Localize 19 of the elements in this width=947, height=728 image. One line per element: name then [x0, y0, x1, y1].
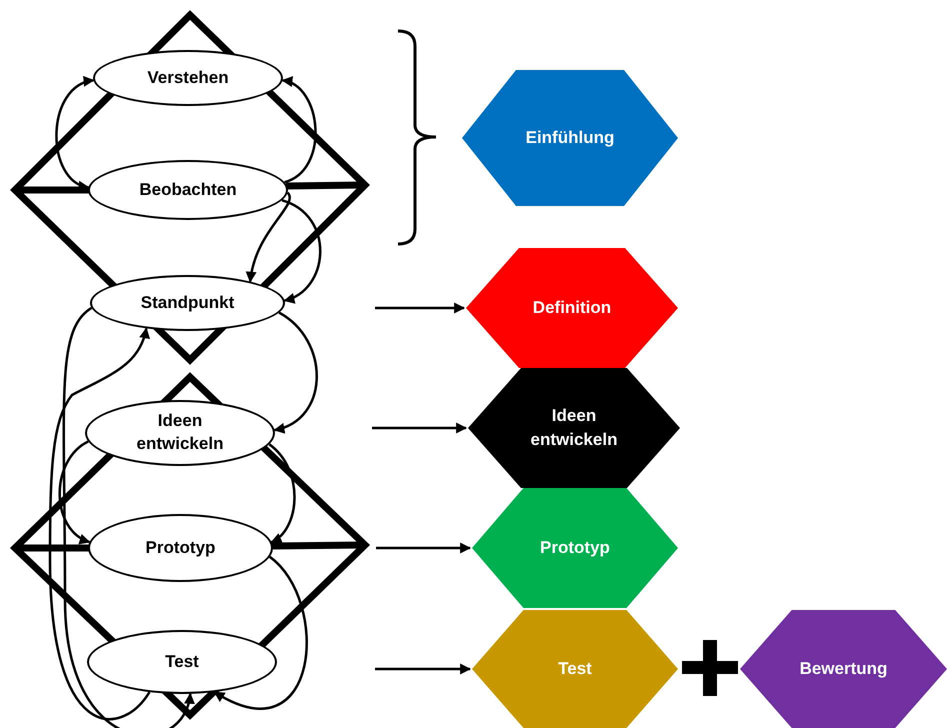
curved-arrow — [62, 306, 194, 728]
arrow — [375, 664, 472, 674]
curved-arrow — [58, 440, 90, 544]
arrow — [375, 302, 466, 314]
ellipse-node: Ideen entwickeln — [85, 400, 275, 466]
curved-arrow — [48, 327, 150, 720]
arrow — [372, 422, 468, 434]
ellipse-node: Standpunkt — [90, 275, 285, 331]
ellipse-node: Prototyp — [88, 514, 273, 582]
curved-arrow — [246, 192, 291, 283]
curved-arrow — [282, 199, 322, 302]
curved-arrow — [274, 312, 318, 432]
ellipse-node: Test — [87, 630, 277, 694]
ellipse-node: Verstehen — [93, 50, 283, 106]
curved-arrow — [268, 443, 296, 544]
curved-arrow — [282, 78, 317, 184]
curved-arrow — [214, 556, 308, 710]
ellipse-node: Beobachten — [88, 160, 288, 220]
arrow — [376, 542, 472, 554]
